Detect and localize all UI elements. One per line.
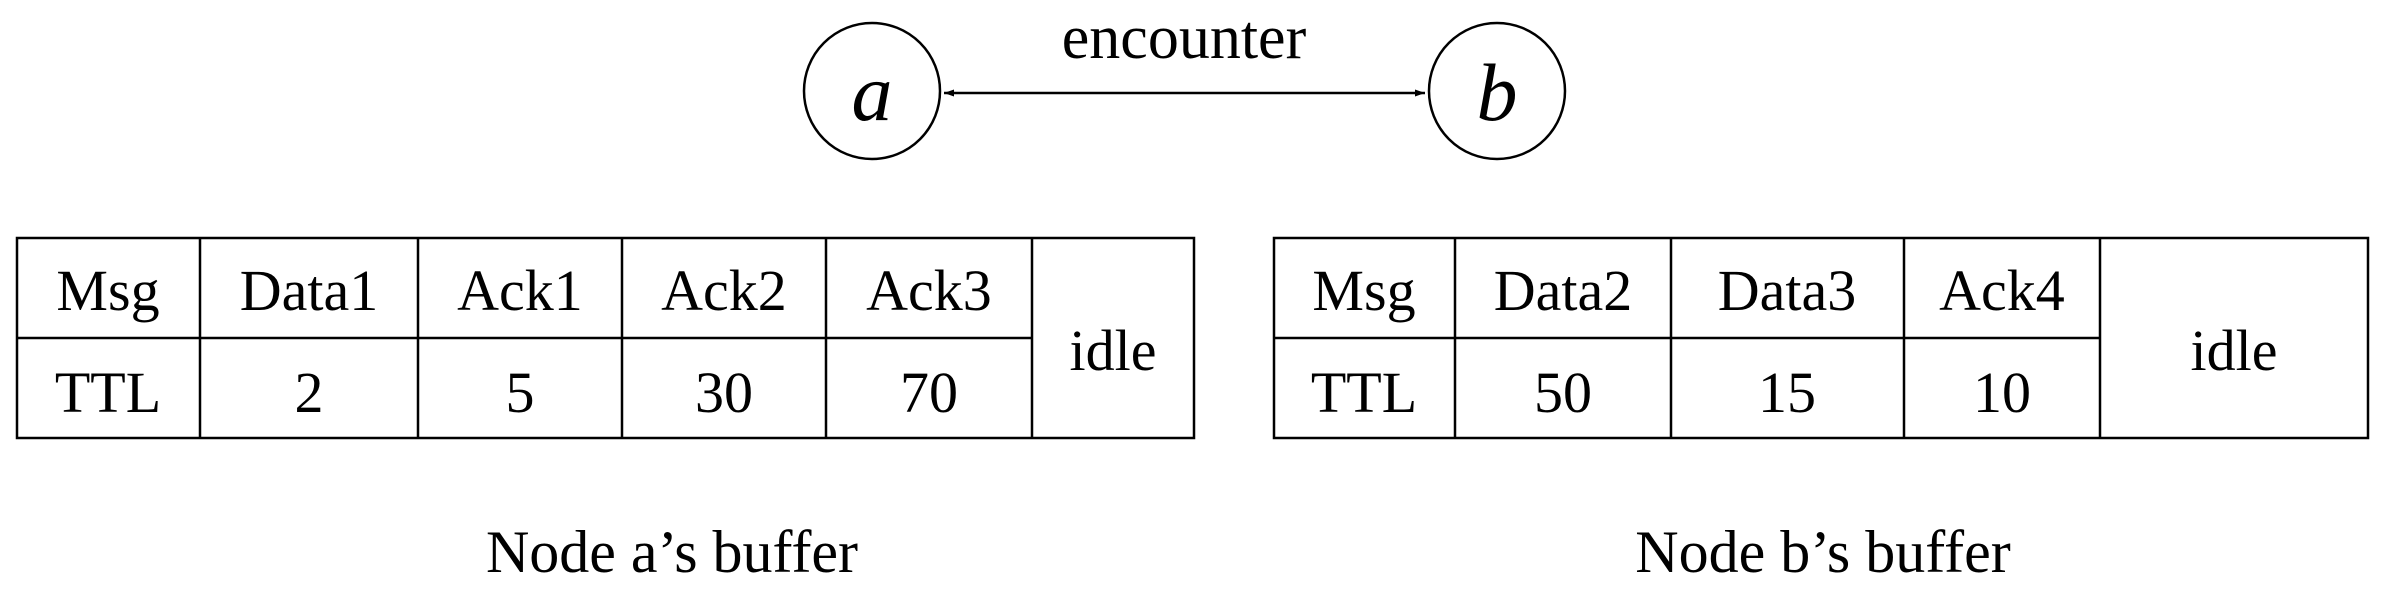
buffer-table-a: Msg TTL Data1 2 Ack1 5 Ack2 30 Ack3 70 i… [15, 236, 1196, 440]
ttl-cell: 30 [695, 360, 753, 425]
msg-cell: Ack3 [866, 258, 992, 323]
ttl-cell: 50 [1534, 360, 1592, 425]
row-label-msg: Msg [1312, 258, 1415, 323]
caption-node-b-buffer: Node b’s buffer [1635, 519, 2010, 585]
node-b-label: b [1477, 47, 1518, 138]
msg-cell: Ack4 [1939, 258, 2065, 323]
row-label-ttl: TTL [55, 360, 161, 425]
caption-node-a-buffer: Node a’s buffer [486, 519, 858, 585]
idle-cell: idle [1070, 318, 1157, 383]
msg-cell: Ack2 [661, 258, 787, 323]
ttl-cell: 15 [1758, 360, 1816, 425]
row-label-ttl: TTL [1311, 360, 1417, 425]
ttl-cell: 10 [1973, 360, 2031, 425]
idle-cell: idle [2191, 318, 2278, 383]
ttl-cell: 70 [900, 360, 958, 425]
node-b: b [1427, 21, 1567, 161]
row-label-msg: Msg [56, 258, 159, 323]
msg-cell: Ack1 [457, 258, 583, 323]
node-b-circle [1427, 21, 1567, 161]
msg-cell: Data1 [240, 258, 379, 323]
ttl-cell: 2 [295, 360, 324, 425]
ttl-cell: 5 [506, 360, 535, 425]
msg-cell: Data3 [1718, 258, 1857, 323]
buffer-table-b: Msg TTL Data2 50 Data3 15 Ack4 10 idle [1272, 236, 2370, 440]
node-a-circle [802, 21, 942, 161]
msg-cell: Data2 [1494, 258, 1633, 323]
node-a-label: a [852, 47, 893, 138]
node-a: a [802, 21, 942, 161]
encounter-label: encounter [1062, 4, 1307, 72]
